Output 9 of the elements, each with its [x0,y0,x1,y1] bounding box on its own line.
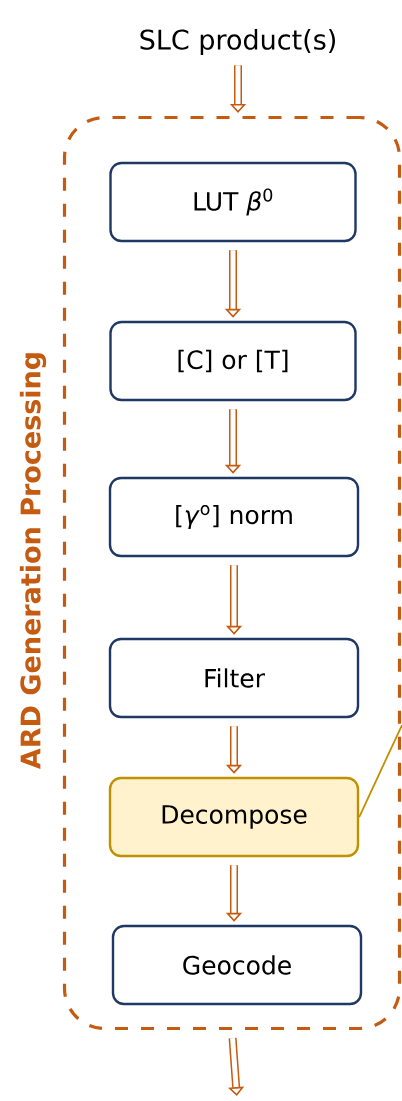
leader-line [358,724,402,818]
group-heading: ARD Generation Processing [19,353,47,770]
process-box: [C] or [T] [109,320,357,402]
process-box: Geocode [111,924,363,1006]
process-box: LUT β$^{0}$ [109,161,357,243]
highlighted-process-box: Decompose [108,776,360,858]
process-box: Filter [108,637,360,719]
process-box: [γ$^{o}$] norm [108,476,360,558]
input-label: SLC product(s) [140,28,335,56]
